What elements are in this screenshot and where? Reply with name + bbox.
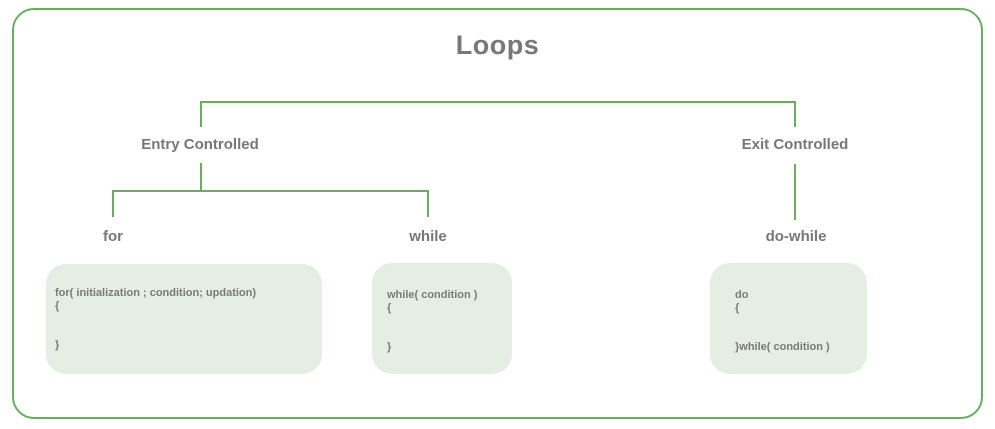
code-do-while: do { }while( condition ) bbox=[735, 289, 830, 353]
node-entry-controlled: Entry Controlled bbox=[141, 136, 259, 153]
connector-while-drop bbox=[427, 190, 429, 217]
diagram-title: Loops bbox=[455, 30, 540, 60]
connector-level1-left-drop bbox=[200, 101, 202, 127]
node-while: while bbox=[409, 228, 447, 245]
connector-level1-horizontal bbox=[200, 101, 796, 103]
code-box-do-while: do { }while( condition ) bbox=[710, 263, 867, 374]
code-box-for: for( initialization ; condition; updatio… bbox=[46, 264, 322, 374]
connector-exit-stem bbox=[794, 164, 796, 220]
code-box-while: while( condition ) { } bbox=[372, 263, 512, 374]
node-do-while: do-while bbox=[765, 228, 827, 245]
node-exit-controlled: Exit Controlled bbox=[741, 136, 849, 153]
connector-level1-right-drop bbox=[794, 101, 796, 127]
connector-entry-stem bbox=[200, 163, 202, 192]
connector-entry-horizontal bbox=[112, 190, 429, 192]
code-while: while( condition ) { } bbox=[387, 289, 478, 353]
code-for: for( initialization ; condition; updatio… bbox=[55, 287, 257, 351]
connector-for-drop bbox=[112, 190, 114, 217]
node-for: for bbox=[103, 228, 123, 245]
